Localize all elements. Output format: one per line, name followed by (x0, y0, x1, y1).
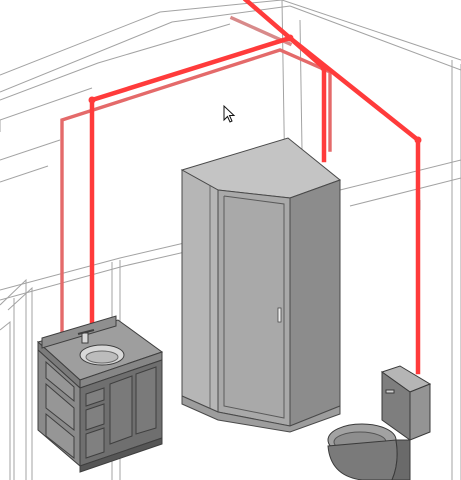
pipe-elbow (88, 96, 96, 104)
vanity-drawer[interactable] (45, 412, 75, 460)
pipe-back-run[interactable] (60, 48, 332, 342)
shower-left-panel (181, 169, 219, 413)
vanity-drawer-front[interactable] (85, 427, 105, 459)
pipe-elbow (286, 34, 294, 42)
pipe-elbow (414, 136, 422, 144)
pipe-main-riser[interactable] (242, 0, 422, 144)
shower-enclosure[interactable] (180, 137, 342, 433)
toilet-bowl (327, 439, 398, 480)
shower-door-handle[interactable] (277, 307, 282, 323)
vanity-drawer-front[interactable] (85, 403, 105, 431)
shower-right-panel (289, 179, 341, 427)
toilet[interactable] (327, 365, 432, 480)
vanity-drawer[interactable] (45, 360, 75, 403)
flush-handle[interactable] (385, 389, 395, 394)
vanity-door[interactable] (135, 366, 157, 435)
vanity-drawer-front[interactable] (85, 387, 105, 407)
pipe-elbow (320, 64, 328, 72)
vanity-door[interactable] (109, 375, 133, 445)
vanity-cabinet[interactable] (36, 315, 164, 473)
vanity-drawer[interactable] (45, 382, 75, 432)
faucet[interactable] (81, 332, 89, 344)
shower-base (181, 395, 341, 433)
mouse-pointer-arrow-icon (223, 104, 236, 123)
vanity-backsplash (41, 315, 117, 349)
pipe-network[interactable] (60, 0, 422, 375)
